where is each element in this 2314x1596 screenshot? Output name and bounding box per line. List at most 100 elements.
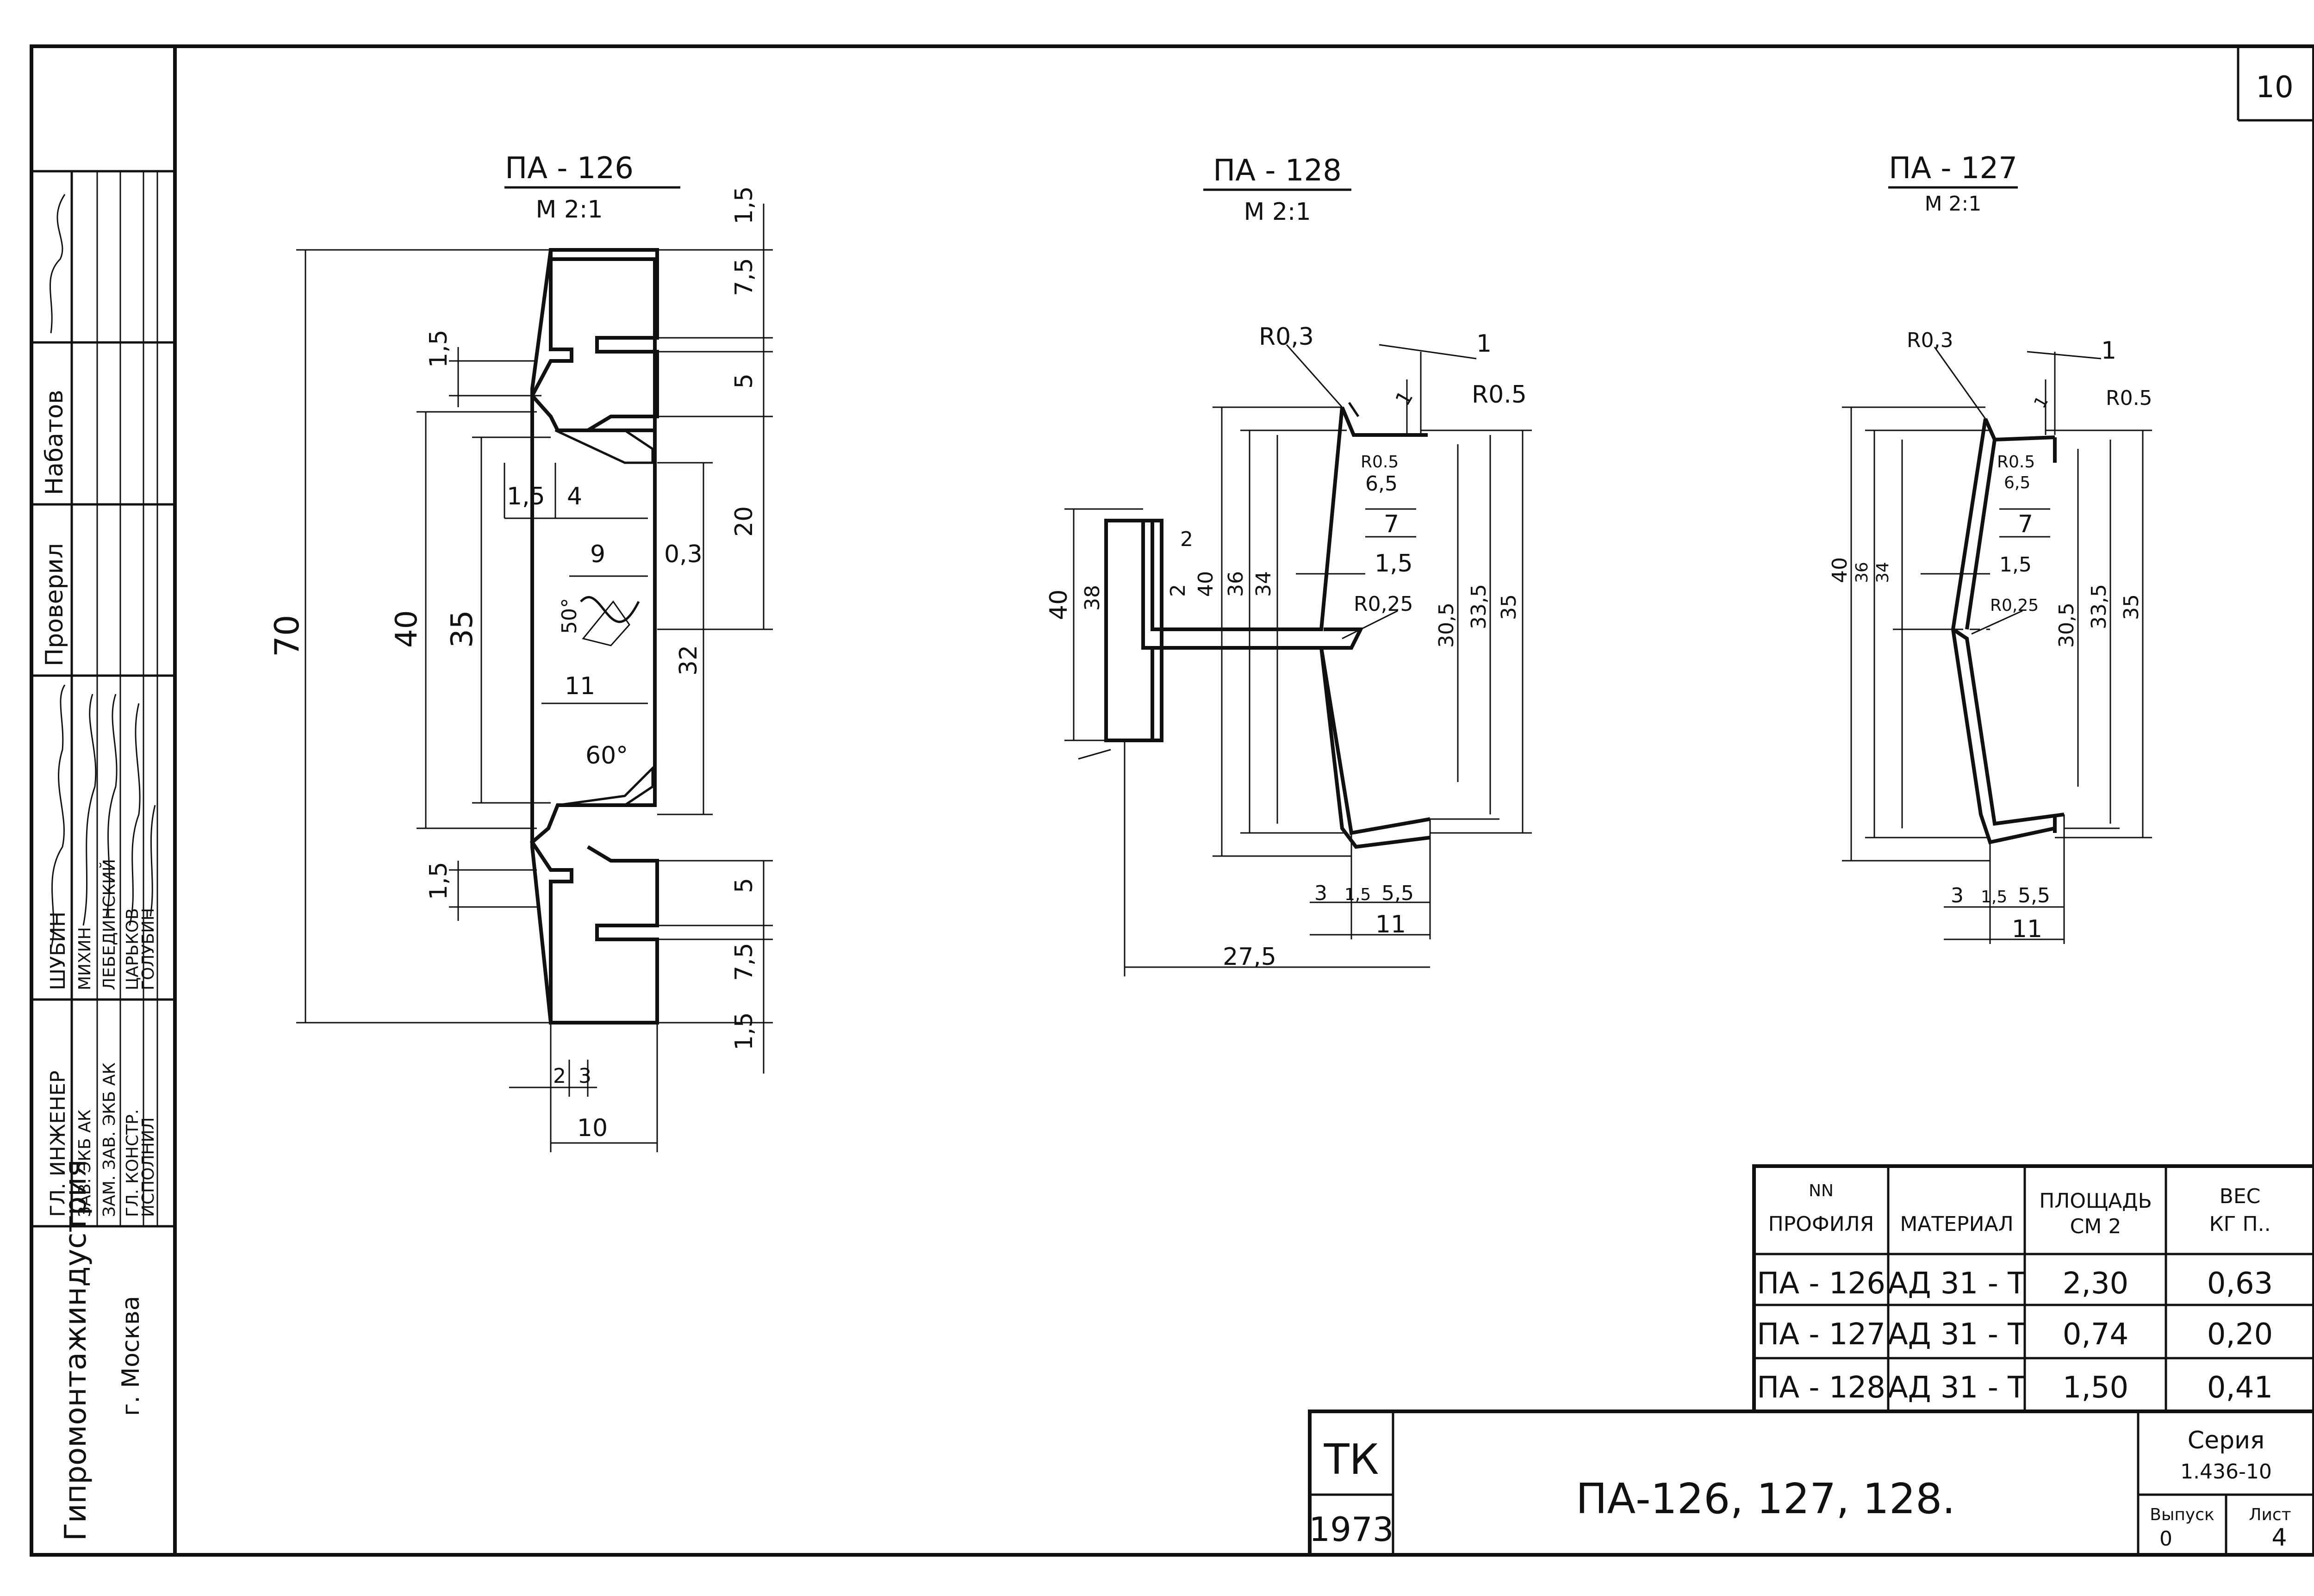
stamp-org-line2: г. Москва: [117, 1296, 145, 1416]
properties-table: NN ПРОФИЛЯ МАТЕРИАЛ ПЛОЩАДЬ СМ 2 ВЕС КГ …: [1752, 1164, 2314, 1413]
pa126-dim-21: 3: [578, 1064, 591, 1088]
pa126-dim-12: 35: [445, 610, 479, 648]
pa128-dim-2: 1: [1391, 387, 1418, 410]
pa128-dim-9: 40: [1045, 590, 1073, 620]
profile-pa127: ПА - 127 М 2:1 R0,3 1 1 R0.5: [1828, 151, 2152, 944]
pa126-dim-0: 1,5: [730, 186, 758, 224]
pa128-dim-17: 33,5: [1467, 584, 1491, 629]
pa127-dim-1: 1: [2101, 337, 2116, 365]
pa128-scale: М 2:1: [1244, 198, 1311, 226]
pa127-dim-14: 35: [2120, 594, 2143, 620]
pa126-dim-2: 5: [730, 373, 758, 389]
table-row-1-profile: ПА - 127: [1757, 1317, 1885, 1352]
pa128-dim-11: 2: [1180, 528, 1193, 551]
stamp-code-tk: ТК: [1324, 1435, 1379, 1484]
pa127-title: ПА - 127: [1889, 151, 2017, 186]
pa127-dim-6: 7: [2018, 510, 2033, 538]
pa127-dim-13: 33,5: [2087, 584, 2111, 629]
stamp-checked-name: Набатов: [41, 390, 68, 495]
stamp-year: 1973: [1309, 1510, 1393, 1549]
th-area-2: СМ 2: [2070, 1215, 2121, 1238]
sheet-label: Лист: [2249, 1505, 2291, 1524]
stamp-name-4: ГОЛУБИН: [139, 908, 158, 990]
pa126-dim-10: 1,5: [425, 329, 453, 368]
pa126-dim-11: 40: [390, 610, 424, 648]
pa128-dim-23: 27,5: [1223, 943, 1276, 971]
pa128-dim-7: 1,5: [1375, 550, 1413, 578]
stamp-name-3: ЦАРЬКОВ: [123, 908, 142, 990]
stamp-name-1: МИХИН: [75, 927, 94, 990]
pa127-dim-0: R0,3: [1907, 329, 1953, 352]
pa127-dim-10: 36: [1853, 562, 1872, 583]
pa128-dim-8: R0,25: [1354, 592, 1413, 616]
pa126-dim-18: 60°: [585, 742, 628, 770]
pa127-dim-15: 3: [1951, 884, 1964, 907]
profile-pa128: ПА - 128 М 2:1: [1045, 154, 1532, 976]
pa127-dim-9: 40: [1828, 557, 1852, 583]
pa126-dim-22: 10: [577, 1114, 608, 1142]
th-weight-2: КГ П..: [2209, 1212, 2270, 1236]
pa127-dim-5: 6,5: [2004, 473, 2030, 492]
table-row-2-weight: 0,41: [2207, 1371, 2273, 1405]
pa126-scale: М 2:1: [535, 196, 603, 224]
left-stamp-strip: Гипромонтажиндустрия г. Москва ГЛ. ИНЖЕН…: [31, 170, 175, 1541]
table-row-1-area: 0,74: [2063, 1317, 2129, 1352]
pa126-dim-4: 0,3: [664, 540, 703, 568]
stamp-role-4: ИСПОЛНИЛ: [139, 1117, 158, 1217]
stamp-role-2: ЗАМ. ЗАВ. ЭКБ АК: [100, 1062, 119, 1217]
table-row-0-profile: ПА - 126: [1757, 1267, 1885, 1301]
pa127-dim-3: R0.5: [2106, 386, 2152, 410]
pa128-dim-19: 3: [1314, 882, 1327, 905]
pa128-dim-10: 38: [1081, 585, 1104, 611]
pa126-dim-19: 1,5: [425, 862, 453, 900]
pa126-dim-13: 1,5: [507, 483, 545, 510]
pa126-dim-6: 5: [730, 878, 758, 893]
pa128-dim-12: 2: [1166, 584, 1190, 597]
series-value: 1.436-10: [2180, 1460, 2272, 1484]
table-row-2-area: 1,50: [2063, 1371, 2129, 1405]
pa127-dim-17: 5,5: [2018, 884, 2050, 907]
pa126-dim-15: 9: [590, 540, 605, 568]
stamp-role-0: ГЛ. ИНЖЕНЕР: [46, 1070, 70, 1217]
pa128-dim-0: R0,3: [1259, 323, 1314, 351]
th-area-1: ПЛОЩАДЬ: [2039, 1189, 2152, 1213]
stamp-name-0: ШУБИН: [46, 912, 70, 990]
pa126-dim-14: 4: [567, 483, 582, 510]
pa128-title: ПА - 128: [1213, 154, 1342, 188]
pa128-dim-13: 40: [1194, 571, 1218, 597]
th-weight-1: ВЕС: [2220, 1185, 2261, 1208]
profile-pa126: ПА - 126 М 2:1: [267, 151, 773, 1152]
pa127-dim-18: 11: [2012, 915, 2042, 943]
table-row-2-profile: ПА - 128: [1757, 1371, 1885, 1405]
th-profile-2: ПРОФИЛЯ: [1768, 1212, 1874, 1236]
issue-label: Выпуск: [2150, 1505, 2214, 1524]
title-block: ТК 1973 ПА-126, 127, 128. Серия 1.436-10…: [1308, 1410, 2314, 1557]
table-row-2-material: АД 31 - Т: [1888, 1371, 2026, 1405]
pa128-dim-3: R0.5: [1472, 381, 1527, 409]
pa128-dim-14: 36: [1224, 571, 1248, 597]
pa126-dim-17: 11: [565, 672, 595, 700]
th-profile-1: NN: [1809, 1181, 1834, 1200]
pa127-dim-11: 34: [1873, 562, 1892, 583]
pa128-dim-4: R0.5: [1361, 453, 1399, 472]
pa126-dim-7: 7,5: [730, 943, 758, 981]
th-material: МАТЕРИАЛ: [1900, 1212, 2013, 1236]
pa126-dim-9: 70: [267, 615, 306, 657]
pa127-dim-16: 1,5: [1981, 888, 2007, 907]
pa127-dim-8: R0,25: [1990, 596, 2039, 615]
pa128-dim-18: 35: [1497, 594, 1521, 620]
pa128-dim-5: 6,5: [1365, 472, 1398, 496]
pa126-dim-5: 32: [675, 645, 703, 676]
pa126-dim-20: 2: [553, 1064, 566, 1088]
sheet-value: 4: [2271, 1524, 2287, 1552]
table-row-0-area: 2,30: [2063, 1267, 2129, 1301]
signatures: [49, 194, 156, 949]
pa128-dim-16: 30,5: [1435, 602, 1458, 648]
table-row-0-material: АД 31 - Т: [1888, 1267, 2026, 1301]
issue-value: 0: [2159, 1527, 2172, 1551]
pa128-dim-22: 11: [1375, 911, 1406, 938]
pa126-dim-8: 1,5: [730, 1012, 758, 1050]
pa127-dim-7: 1,5: [1999, 553, 2032, 577]
pa127-scale: М 2:1: [1925, 192, 1982, 216]
